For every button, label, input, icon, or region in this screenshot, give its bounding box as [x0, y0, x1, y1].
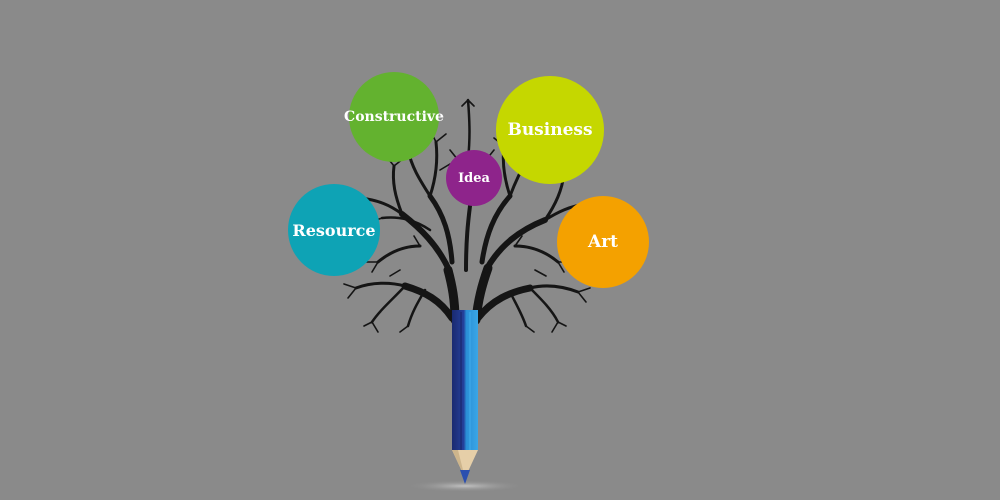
art-bubble: Art: [557, 196, 649, 288]
resource-label: Resource: [292, 220, 376, 240]
business-label: Business: [507, 120, 593, 140]
resource-bubble: Resource: [288, 184, 380, 276]
constructive-bubble: Constructive: [344, 72, 444, 162]
ground-shadow: [405, 480, 525, 492]
idea-bubble: Idea: [446, 150, 502, 206]
idea-label: Idea: [458, 170, 490, 186]
art-label: Art: [588, 232, 618, 252]
business-bubble: Business: [496, 76, 604, 184]
constructive-label: Constructive: [344, 109, 444, 125]
pencil-icon: [452, 310, 478, 484]
